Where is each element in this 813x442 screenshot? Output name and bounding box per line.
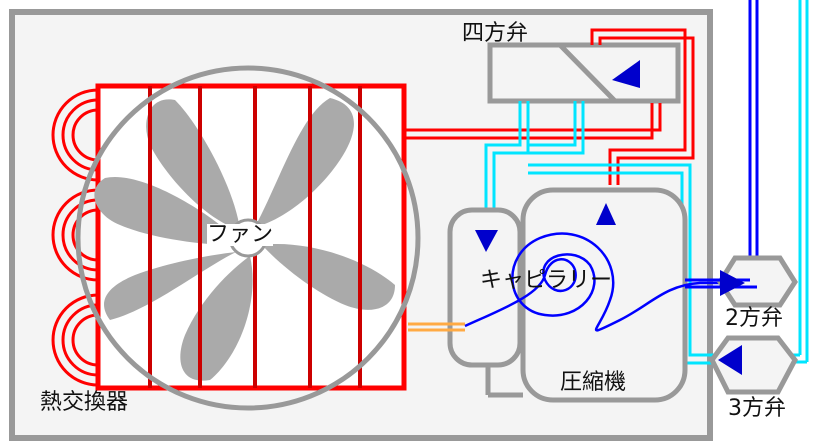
- flow-arrow-icon: [596, 203, 616, 225]
- flow-arrow-icon: [475, 230, 498, 252]
- three-way-valve-label: 3方弁: [728, 396, 786, 421]
- compressor: [485, 187, 688, 403]
- two-way-valve-label: 2方弁: [725, 306, 783, 331]
- fan-guard: [75, 65, 421, 411]
- two-way-valve: [685, 255, 798, 308]
- flow-arrow-icon: [612, 60, 640, 88]
- capillary-coil-icon: [464, 232, 725, 332]
- fan-label: ファン: [207, 222, 274, 247]
- four-way-valve-label: 四方弁: [462, 21, 529, 46]
- hot-refrigerant-pipes: [405, 28, 695, 185]
- flow-arrow-icon: [720, 270, 745, 296]
- three-way-valve: [709, 335, 798, 395]
- capillary-label: キャピラリー: [480, 268, 613, 293]
- flow-arrow-icon: [718, 345, 742, 375]
- heat-exchanger-label: 熱交換器: [40, 390, 129, 415]
- compressor-label: 圧縮機: [560, 370, 627, 395]
- four-way-valve: [487, 42, 681, 104]
- pipe-connections: [748, 0, 809, 362]
- accumulator: [447, 207, 523, 368]
